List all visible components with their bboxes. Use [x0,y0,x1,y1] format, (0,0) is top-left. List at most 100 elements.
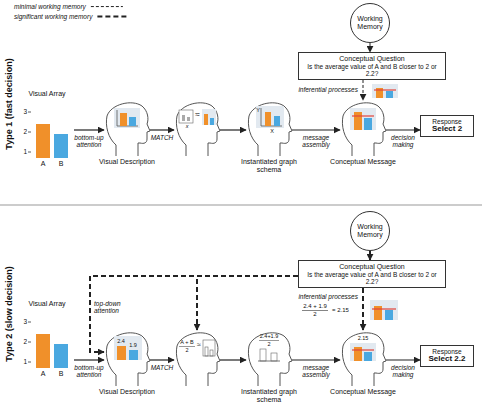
text-box: Conceptual QuestionIs the average value … [298,260,446,288]
figure-text: 1 [20,358,27,365]
mini-chart-line [261,108,262,126]
head-figure: Conceptual Message2.15 [340,330,386,386]
head-figure: Conceptual Message [340,100,386,156]
head-silhouette [248,333,292,386]
process-arrow [292,129,340,130]
head-silhouette [176,103,220,156]
mini-chart-line [28,132,31,133]
note-label: 2.4 + 1.9 [300,303,330,310]
head-outline [174,330,220,386]
head-silhouette [342,103,386,156]
chart-figure [20,90,74,170]
figure-text: 2 [20,128,27,135]
process-arrow [74,129,104,130]
figure-text: 2 [253,341,285,347]
edge-label: message assembly [293,364,339,378]
panel-title: Type 1 (fast decision) [5,19,15,189]
box-text: Conceptual Question [302,55,442,63]
mini-chart-line [259,340,279,341]
figure-text: 1 [20,148,27,155]
note-label: inferential processes [290,86,358,93]
edge-label: MATCH [149,134,175,141]
mini-chart-line [117,110,118,126]
figure-text: A [36,370,50,378]
figure-text: Visual Description [92,388,162,396]
figure-text: Visual Description [92,158,162,166]
figure-text: X [268,128,276,134]
head-outline [104,330,150,386]
mini-chart-part [129,117,136,126]
head-figure: A + B2≈ [174,330,220,386]
memory-link [197,276,298,330]
head-figure: Instantiated graph schemaYX [246,100,292,156]
mini-chart-part [114,108,140,128]
mini-chart-line [179,346,195,347]
memory-link [370,43,371,52]
fraction-bar [302,310,328,311]
figure-text: Visual Array [18,90,76,98]
figure-text: Instantiated graph schema [234,158,304,173]
head-outline [174,100,220,156]
process-arrow [220,359,246,360]
mini-chart-part [364,118,372,130]
note-label: inferential processes [290,293,358,300]
process-arrow [150,129,174,130]
figure-text: B [54,370,68,378]
head-silhouette [342,333,386,386]
mini-chart-part [117,346,126,360]
figure-text: A [36,160,50,168]
figure-text: A + B [177,339,197,345]
memory-link [362,288,364,330]
head-figure: Visual Description2.41.9 [104,330,150,386]
mini-chart-part [54,134,68,158]
figure-text: x [183,123,191,129]
mini-chart-part [350,343,376,361]
legend-sample [91,6,123,7]
box-text: Select 2 [424,125,470,134]
mini-chart-line [352,349,374,350]
figure-text: ≈ [195,341,203,349]
edge-label: message assembly [293,134,339,148]
mini-chart-part [120,113,127,126]
figure-text: 2 [20,338,27,345]
box-text: Response [424,348,470,355]
chart-figure [20,300,74,380]
mini-chart-part [54,344,68,368]
bar-chart: Visual Array321AB [20,300,74,380]
figure-text: Conceptual Message [328,388,398,396]
edge-label: bottom-up attention [74,134,104,148]
mini-chart-part [256,106,284,128]
edge-label: decision making [387,134,419,148]
process-arrow [220,129,246,130]
head-silhouette [106,333,150,386]
head-figure: Visual Description [104,100,150,156]
legend-text: significant working memory [14,13,92,20]
head-figure: Instantiated graph schema2.4+1.92 [246,330,292,386]
note-label: = 2.15 [332,307,358,314]
head-silhouette [248,103,292,156]
memory-circle: Working Memory [350,3,390,43]
edge-label: bottom-up attention [74,364,104,378]
inferential-chart [370,300,398,320]
mini-chart-line [28,112,31,113]
mini-chart-part [350,108,376,130]
head-outline [104,100,150,156]
mini-chart-line [28,152,31,153]
box-text: Conceptual Question [302,263,442,271]
mini-chart-part [210,118,214,125]
mini-chart-part [205,347,208,356]
head-figure: x≈ [174,100,220,156]
figure-text: 2.4 [115,338,127,344]
text-box: ResponseSelect 2.2 [420,345,474,367]
box-text: Working Memory [350,15,390,30]
box-text: Response [424,118,470,125]
memory-link [369,251,371,260]
bar-chart: Visual Array321AB [20,90,74,170]
figure-text: B [54,160,68,168]
head-outline [340,100,386,156]
text-box: ResponseSelect 2 [420,115,474,137]
figure-text: Conceptual Message [328,158,398,166]
process-arrow [74,359,104,360]
mini-chart-line [28,362,31,363]
mini-chart-line [28,342,31,343]
